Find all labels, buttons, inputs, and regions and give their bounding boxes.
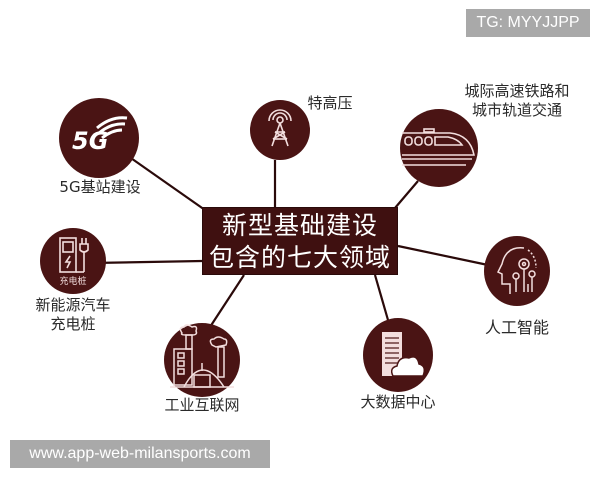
label-ai: 人工智能 bbox=[484, 318, 549, 337]
charging-station-icon: 充电桩 bbox=[59, 237, 89, 287]
watermark-bottom: www.app-web-milansports.com bbox=[10, 440, 270, 468]
label-rail-line1: 城际高速铁路和 bbox=[464, 82, 570, 100]
label-industrial-internet: 工业互联网 bbox=[164, 396, 240, 414]
node-rail bbox=[400, 109, 478, 187]
label-rail: 城际高速铁路和 城市轨道交通 bbox=[452, 82, 582, 120]
ai-head-circuit-icon bbox=[496, 247, 537, 294]
label-ev-charging: 新能源汽车 充电桩 bbox=[18, 296, 128, 334]
high-speed-train-icon bbox=[402, 128, 475, 166]
node-data-center bbox=[363, 318, 433, 392]
node-uhv bbox=[250, 100, 310, 160]
node-industrial-internet bbox=[164, 323, 240, 397]
factory-icon bbox=[170, 324, 234, 388]
node-ai bbox=[484, 236, 550, 306]
center-title-line1: 新型基础建设 bbox=[221, 211, 378, 240]
center-title-box: 新型基础建设 包含的七大领域 bbox=[202, 207, 398, 275]
label-ev-line2: 充电桩 bbox=[50, 315, 96, 333]
svg-text:充电桩: 充电桩 bbox=[59, 275, 86, 287]
label-ev-line1: 新能源汽车 bbox=[35, 296, 111, 314]
server-cloud-icon bbox=[382, 332, 426, 377]
label-rail-line2: 城市轨道交通 bbox=[471, 101, 562, 119]
label-5g: 5G基站建设 bbox=[59, 178, 141, 196]
label-data-center: 大数据中心 bbox=[360, 393, 436, 411]
center-title-line2: 包含的七大领域 bbox=[208, 243, 391, 272]
node-ev-charging: 充电桩 bbox=[40, 228, 106, 294]
node-5g: 5G bbox=[59, 98, 139, 178]
watermark-top: TG: MYYJJPP bbox=[466, 9, 590, 37]
5g-signal-icon: 5G bbox=[72, 116, 128, 155]
label-uhv: 特高压 bbox=[307, 94, 353, 112]
transmission-tower-icon bbox=[268, 109, 292, 147]
